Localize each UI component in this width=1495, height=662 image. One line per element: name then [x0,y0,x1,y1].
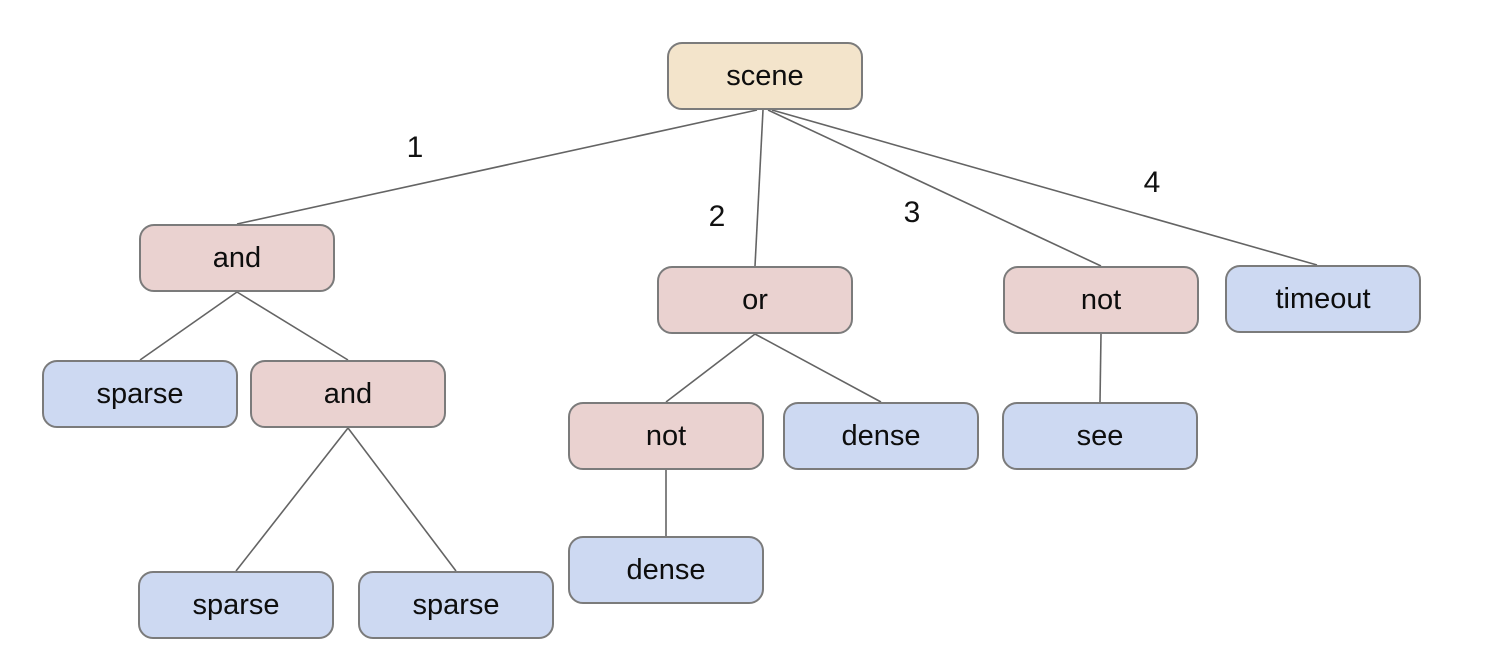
edge-label-1: 1 [406,131,424,164]
edge-and1-sparse1 [139,291,238,361]
tree-node-and2: and [250,360,446,428]
tree-node-dense2: dense [568,536,764,604]
tree-node-sparse1: sparse [42,360,238,428]
tree-node-scene: scene [667,42,863,110]
tree-node-sparse2: sparse [138,571,334,639]
edge-scene-or1 [754,109,764,267]
edge-not1-see [1099,333,1102,403]
edge-label-4: 4 [1143,166,1161,199]
edge-or1-not2 [665,333,756,403]
tree-node-or1: or [657,266,853,334]
edge-and2-sparse2 [235,427,349,572]
edge-scene-timeout [771,109,1318,266]
edge-scene-not1 [767,109,1102,267]
tree-node-not1: not [1003,266,1199,334]
edge-label-3: 3 [903,196,921,229]
tree-node-dense1: dense [783,402,979,470]
edge-scene-and1 [236,109,758,225]
edge-or1-dense1 [754,333,882,403]
tree-node-timeout: timeout [1225,265,1421,333]
tree-node-sparse3: sparse [358,571,554,639]
edge-and2-sparse3 [347,427,457,572]
tree-node-and1: and [139,224,335,292]
tree-node-not2: not [568,402,764,470]
edge-and1-and2 [236,291,349,361]
edge-label-2: 2 [708,200,726,233]
tree-node-see: see [1002,402,1198,470]
